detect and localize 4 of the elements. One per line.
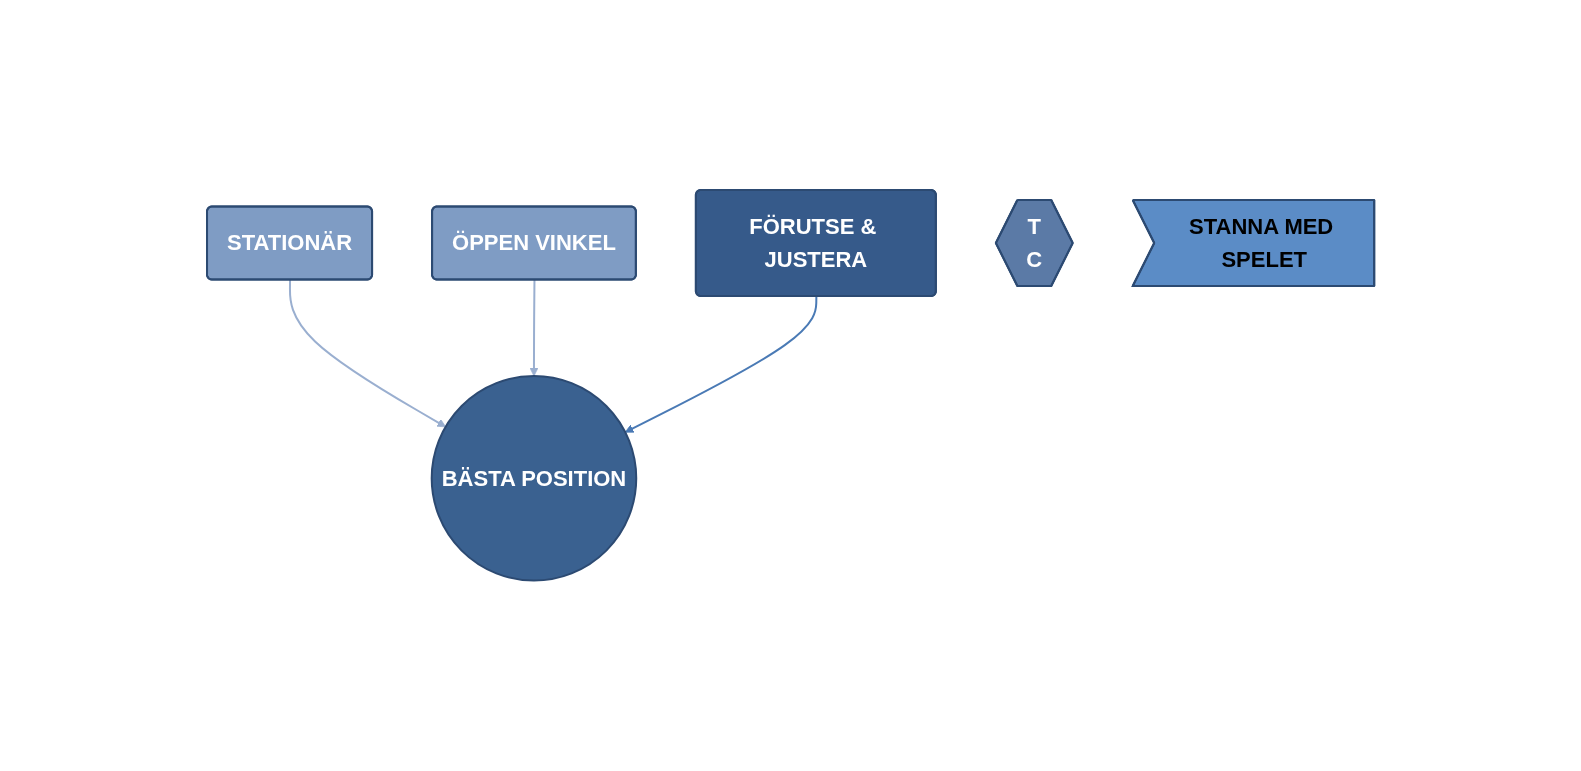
arrow [288,279,446,428]
node-circle: BÄSTA POSITION [430,375,638,582]
arrow [529,279,539,377]
arrow [624,295,818,433]
